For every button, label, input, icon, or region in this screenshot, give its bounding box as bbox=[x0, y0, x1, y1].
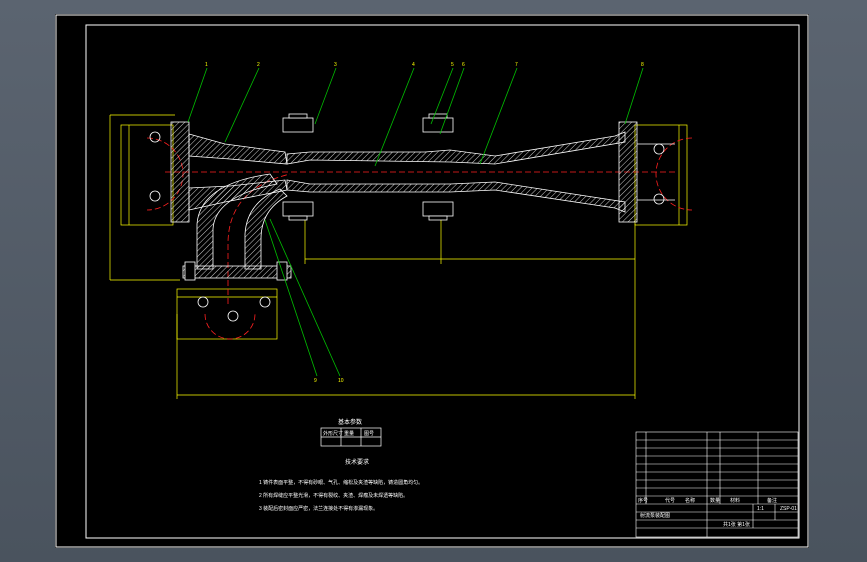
tb-header-code: 代号 bbox=[665, 497, 675, 504]
mixing-tube-lower bbox=[286, 179, 626, 213]
tb-header-qty: 数量 bbox=[710, 497, 720, 504]
bottom-flange bbox=[182, 265, 292, 279]
params-title: 基本参数 bbox=[338, 418, 362, 426]
tb-header-remark: 备注 bbox=[767, 497, 777, 504]
mixing-tube-upper bbox=[286, 131, 626, 165]
sheet-count: 共1张 第1张 bbox=[723, 521, 750, 528]
drawing-sheet: 1 2 3 4 5 6 7 8 9 10 基本参数 外形尺寸 重量 图号 技术要… bbox=[55, 14, 809, 548]
cad-drawing: 1 2 3 4 5 6 7 8 9 10 基本参数 外形尺寸 重量 图号 技术要… bbox=[55, 14, 809, 548]
technical-requirements: 技术要求 1 铸件表面平整，不得有砂眼、气孔、缩松及夹渣等缺陷，铸造圆角均匀。 … bbox=[259, 458, 423, 512]
title-block bbox=[635, 431, 799, 538]
balloon-4: 4 bbox=[412, 62, 415, 68]
drawing-scale: 1:1 bbox=[757, 506, 764, 512]
basic-parameters: 基本参数 外形尺寸 重量 图号 bbox=[320, 418, 382, 447]
balloon-2: 2 bbox=[257, 62, 260, 68]
balloon-1: 1 bbox=[205, 62, 208, 68]
left-flange bbox=[170, 121, 190, 223]
drawing-name: 射流泵装配图 bbox=[640, 512, 670, 519]
bolt-holes bbox=[149, 131, 665, 322]
tech-title: 技术要求 bbox=[345, 458, 369, 466]
params-header-2: 重量 bbox=[344, 430, 354, 437]
tech-item-3: 3 装配后密封面应严密，法兰连接处不得有渗漏现象。 bbox=[259, 505, 378, 512]
balloon-5: 5 bbox=[451, 62, 454, 68]
balloon-3: 3 bbox=[334, 62, 337, 68]
balloon-7: 7 bbox=[515, 62, 518, 68]
elbow-right-wall bbox=[244, 188, 288, 270]
balloon-10: 10 bbox=[338, 378, 344, 384]
leader-lines bbox=[187, 67, 644, 377]
params-header-3: 图号 bbox=[364, 431, 374, 437]
outer-border bbox=[55, 14, 809, 548]
tech-item-1: 1 铸件表面平整，不得有砂眼、气孔、缩松及夹渣等缺陷，铸造圆角均匀。 bbox=[259, 479, 423, 486]
tech-item-2: 2 所有焊缝应平整光滑，不得有裂纹、夹渣、焊瘤及未焊透等缺陷。 bbox=[259, 492, 408, 499]
balloon-6: 6 bbox=[462, 62, 465, 68]
centerlines bbox=[146, 137, 693, 340]
right-flange bbox=[618, 121, 638, 223]
tb-header-name: 名称 bbox=[685, 497, 695, 504]
inner-border bbox=[85, 24, 800, 539]
left-nozzle-upper bbox=[188, 133, 288, 165]
bolts bbox=[184, 113, 454, 281]
tb-header-material: 材料 bbox=[730, 497, 740, 504]
balloon-8: 8 bbox=[641, 62, 644, 68]
params-header-1: 外形尺寸 bbox=[323, 430, 343, 437]
elbow-left-wall bbox=[196, 173, 278, 270]
balloon-9: 9 bbox=[314, 378, 317, 384]
dimension-lines bbox=[109, 114, 688, 399]
drawing-number: ZSP-01 bbox=[780, 506, 797, 512]
assembly-view: 1 2 3 4 5 6 7 8 9 10 bbox=[109, 62, 693, 399]
tb-header-no: 序号 bbox=[638, 497, 648, 504]
